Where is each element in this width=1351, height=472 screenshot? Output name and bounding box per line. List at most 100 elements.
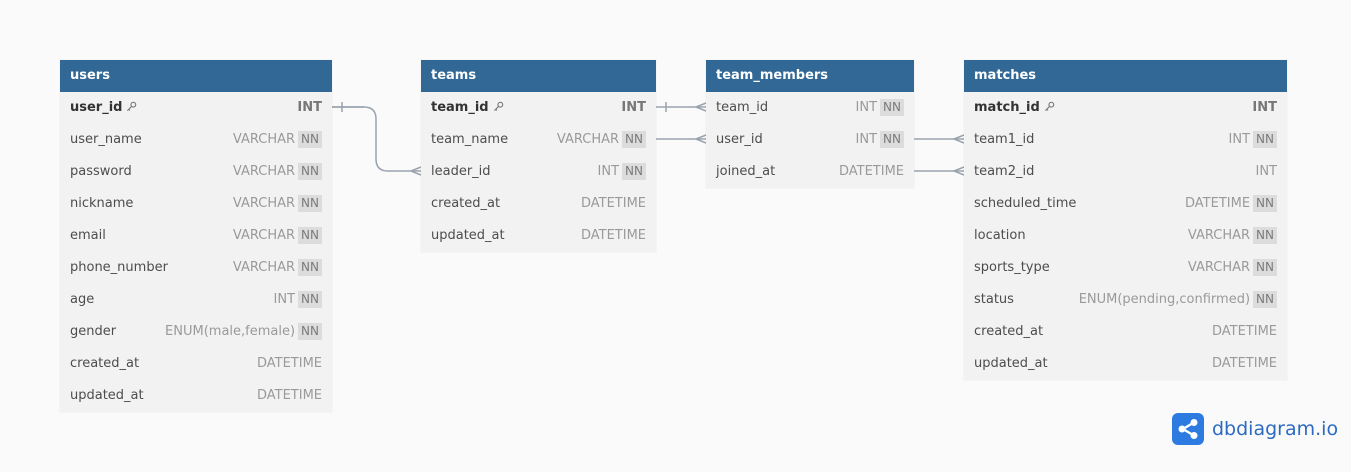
- field-name: status: [974, 284, 1014, 316]
- table-header[interactable]: users: [60, 60, 332, 92]
- table-header[interactable]: team_members: [706, 60, 914, 92]
- field-type-text: INT: [1228, 132, 1251, 147]
- field-type-text: DATETIME: [256, 388, 322, 403]
- field-type-text: INT: [855, 100, 878, 115]
- not-null-badge: NN: [1253, 227, 1277, 244]
- not-null-badge: NN: [298, 291, 322, 308]
- field-type: ENUM(pending,confirmed)NN: [1079, 284, 1277, 316]
- field-type: DATETIME: [839, 156, 904, 188]
- field-type-text: DATETIME: [1185, 196, 1251, 211]
- not-null-badge: NN: [298, 163, 322, 180]
- field-type: ENUM(male,female)NN: [165, 316, 322, 348]
- field-name: scheduled_time: [974, 188, 1076, 220]
- field-type: DATETIME: [1212, 348, 1277, 380]
- field-row[interactable]: user_id INT: [60, 92, 332, 124]
- field-name-text: created_at: [431, 196, 501, 211]
- not-null-badge: NN: [622, 163, 646, 180]
- field-type: DATETIME: [581, 220, 646, 252]
- field-row[interactable]: updated_at DATETIME: [421, 220, 656, 252]
- field-name: team_id: [716, 92, 768, 124]
- field-name: password: [70, 156, 132, 188]
- field-row[interactable]: created_at DATETIME: [964, 316, 1287, 348]
- table-header[interactable]: matches: [964, 60, 1287, 92]
- field-name: sports_type: [974, 252, 1050, 284]
- field-type: INT: [621, 92, 646, 124]
- share-graph-icon: [1172, 413, 1204, 445]
- not-null-badge: NN: [1253, 291, 1277, 308]
- field-type-text: DATETIME: [1211, 356, 1277, 371]
- field-name-text: age: [70, 292, 95, 307]
- field-row[interactable]: status ENUM(pending,confirmed)NN: [964, 284, 1287, 316]
- table-header[interactable]: teams: [421, 60, 656, 92]
- field-type-text: VARCHAR: [232, 164, 296, 179]
- field-type-text: VARCHAR: [556, 132, 620, 147]
- field-type: DATETIME: [1212, 316, 1277, 348]
- field-row[interactable]: created_at DATETIME: [60, 348, 332, 380]
- field-name-text: updated_at: [974, 356, 1048, 371]
- field-type: INT: [297, 92, 322, 124]
- field-type-text: ENUM(male,female): [165, 324, 296, 339]
- field-name: leader_id: [431, 156, 491, 188]
- field-row[interactable]: team_id INT: [421, 92, 656, 124]
- field-name: team1_id: [974, 124, 1034, 156]
- field-name-text: match_id: [974, 100, 1040, 115]
- field-name: match_id: [974, 92, 1055, 124]
- field-name: team2_id: [974, 156, 1034, 188]
- field-row[interactable]: gender ENUM(male,female)NN: [60, 316, 332, 348]
- field-type-text: DATETIME: [838, 164, 904, 179]
- field-name: user_name: [70, 124, 142, 156]
- field-name-text: user_id: [70, 100, 123, 115]
- field-type: DATETIME: [257, 348, 322, 380]
- field-type-text: ENUM(pending,confirmed): [1078, 292, 1251, 307]
- field-name-text: created_at: [974, 324, 1044, 339]
- field-name: team_id: [431, 92, 504, 124]
- not-null-badge: NN: [298, 227, 322, 244]
- not-null-badge: NN: [880, 131, 904, 148]
- field-row[interactable]: updated_at DATETIME: [964, 348, 1287, 380]
- field-name-text: sports_type: [974, 260, 1050, 275]
- field-name-text: gender: [70, 324, 117, 339]
- field-type-text: VARCHAR: [232, 260, 296, 275]
- field-type-text: INT: [621, 100, 646, 115]
- field-name-text: team2_id: [974, 164, 1035, 179]
- field-name: updated_at: [431, 220, 505, 252]
- field-name-text: email: [70, 228, 106, 243]
- field-name: team_name: [431, 124, 508, 156]
- field-name-text: team1_id: [974, 132, 1035, 147]
- field-name-text: password: [70, 164, 132, 179]
- field-type-text: INT: [273, 292, 296, 307]
- not-null-badge: NN: [1253, 195, 1277, 212]
- field-type-text: DATETIME: [580, 228, 646, 243]
- field-name-text: team_id: [431, 100, 489, 115]
- field-name-text: created_at: [70, 356, 140, 371]
